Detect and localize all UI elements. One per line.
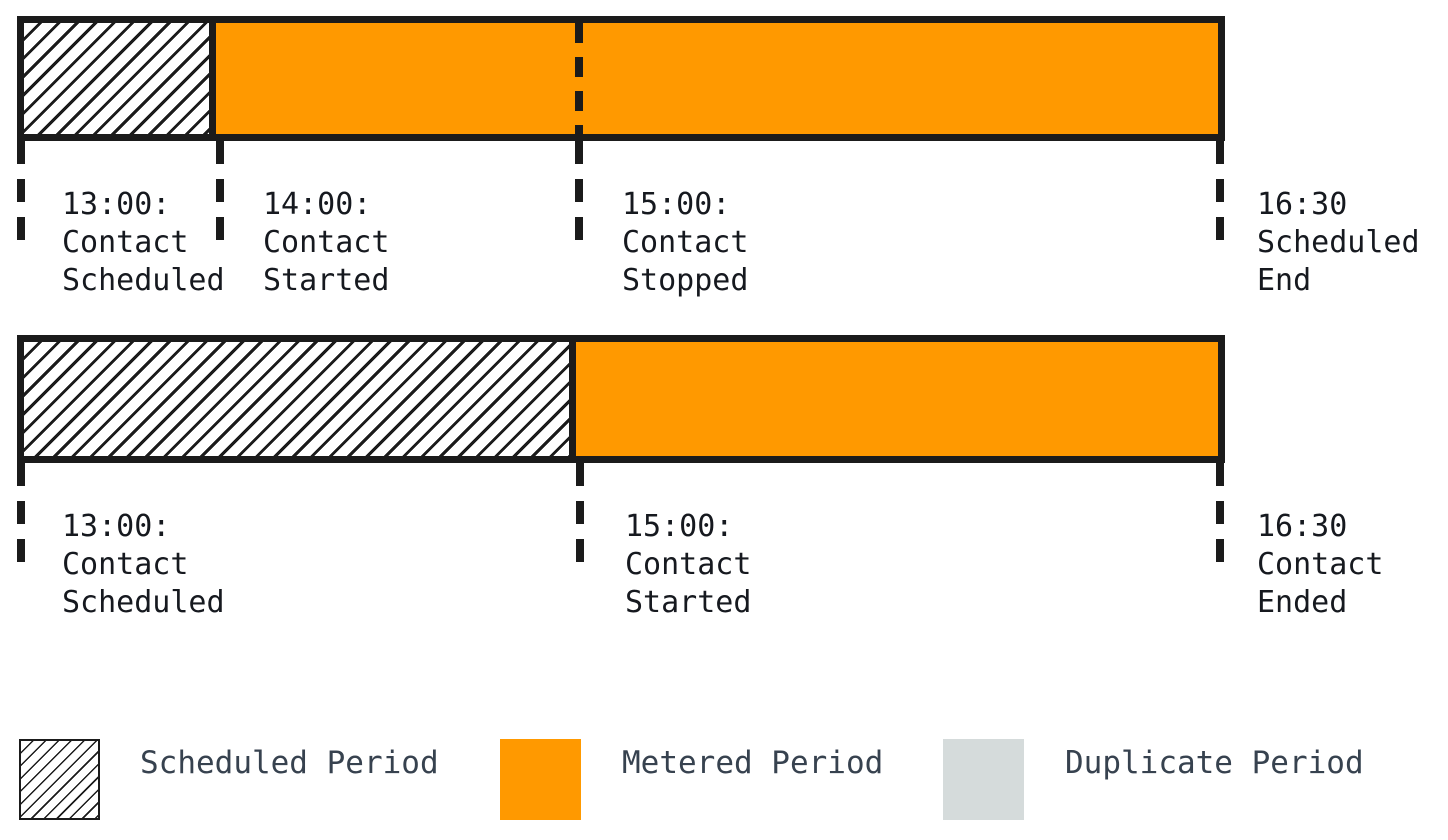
timeline-bar-scenario-2 [17, 335, 1225, 463]
contact-stopped-dashed-marker [575, 23, 583, 134]
legend-label-duplicate-period: Duplicate Period [1065, 745, 1364, 781]
event-time: 14:00: [263, 187, 372, 222]
event-time: 15:00: [625, 509, 734, 544]
event-tick-13-00 [17, 141, 25, 243]
event-text: Started [263, 263, 390, 298]
event-text: Scheduled [1257, 225, 1420, 260]
event-text: Contact [62, 547, 189, 582]
event-time: 16:30 [1257, 509, 1348, 544]
event-text: Contact [1257, 547, 1384, 582]
event-tick-16-30 [1216, 141, 1224, 243]
event-label-contact-stopped: 15:00: Contact Stopped [622, 186, 748, 300]
event-time: 13:00: [62, 187, 171, 222]
event-label-scheduled-end: 16:30 Scheduled End [1257, 186, 1420, 300]
event-text: Contact [622, 225, 749, 260]
event-label-contact-scheduled: 13:00: Contact Scheduled [62, 186, 225, 300]
legend-swatch-metered-period [500, 739, 581, 820]
event-text: Contact [625, 547, 752, 582]
legend-swatch-duplicate-period [943, 739, 1024, 820]
legend-label-scheduled-period: Scheduled Period [140, 745, 439, 781]
event-text: Scheduled [62, 263, 225, 298]
event-tick-14-00 [216, 141, 224, 243]
event-time: 15:00: [622, 187, 731, 222]
legend-swatch-scheduled-period [19, 739, 100, 820]
event-label-contact-scheduled: 13:00: Contact Scheduled [62, 508, 225, 622]
event-text: Stopped [622, 263, 749, 298]
event-text: Started [625, 585, 752, 620]
event-tick-15-00 [575, 141, 583, 243]
event-text: Ended [1257, 585, 1348, 620]
event-label-contact-ended: 16:30 Contact Ended [1257, 508, 1383, 622]
event-label-contact-started: 15:00: Contact Started [625, 508, 751, 622]
event-tick-16-30 [1216, 463, 1224, 565]
event-time: 13:00: [62, 509, 171, 544]
scheduled-period-segment [24, 23, 216, 134]
scheduled-period-segment [24, 342, 576, 456]
event-text: End [1257, 263, 1312, 298]
event-text: Contact [62, 225, 189, 260]
event-tick-15-00 [576, 463, 584, 565]
legend-label-metered-period: Metered Period [622, 745, 884, 781]
event-time: 16:30 [1257, 187, 1348, 222]
event-text: Contact [263, 225, 390, 260]
event-tick-13-00 [17, 463, 25, 565]
event-text: Scheduled [62, 585, 225, 620]
event-label-contact-started: 14:00: Contact Started [263, 186, 389, 300]
timeline-bar-scenario-1 [17, 16, 1225, 141]
